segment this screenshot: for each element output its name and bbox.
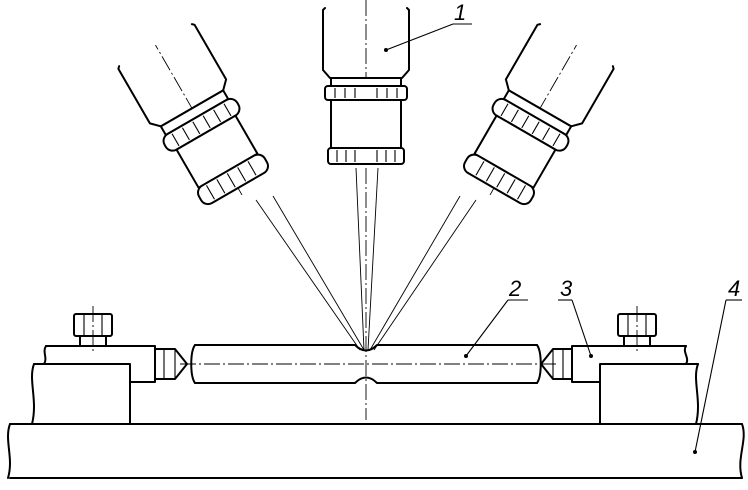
leader-lines [384, 23, 742, 454]
label-clamp: 3 [560, 276, 573, 301]
camera-center [322, 7, 410, 165]
camera-right [463, 23, 615, 206]
left-support [31, 306, 188, 425]
right-support [540, 306, 699, 425]
observation-rays [255, 167, 477, 351]
label-base: 4 [728, 276, 740, 301]
base-plate [7, 423, 745, 479]
camera-left [117, 23, 269, 206]
label-specimen: 2 [508, 276, 521, 301]
label-camera: 1 [454, 0, 466, 25]
specimen-bar [180, 344, 556, 384]
